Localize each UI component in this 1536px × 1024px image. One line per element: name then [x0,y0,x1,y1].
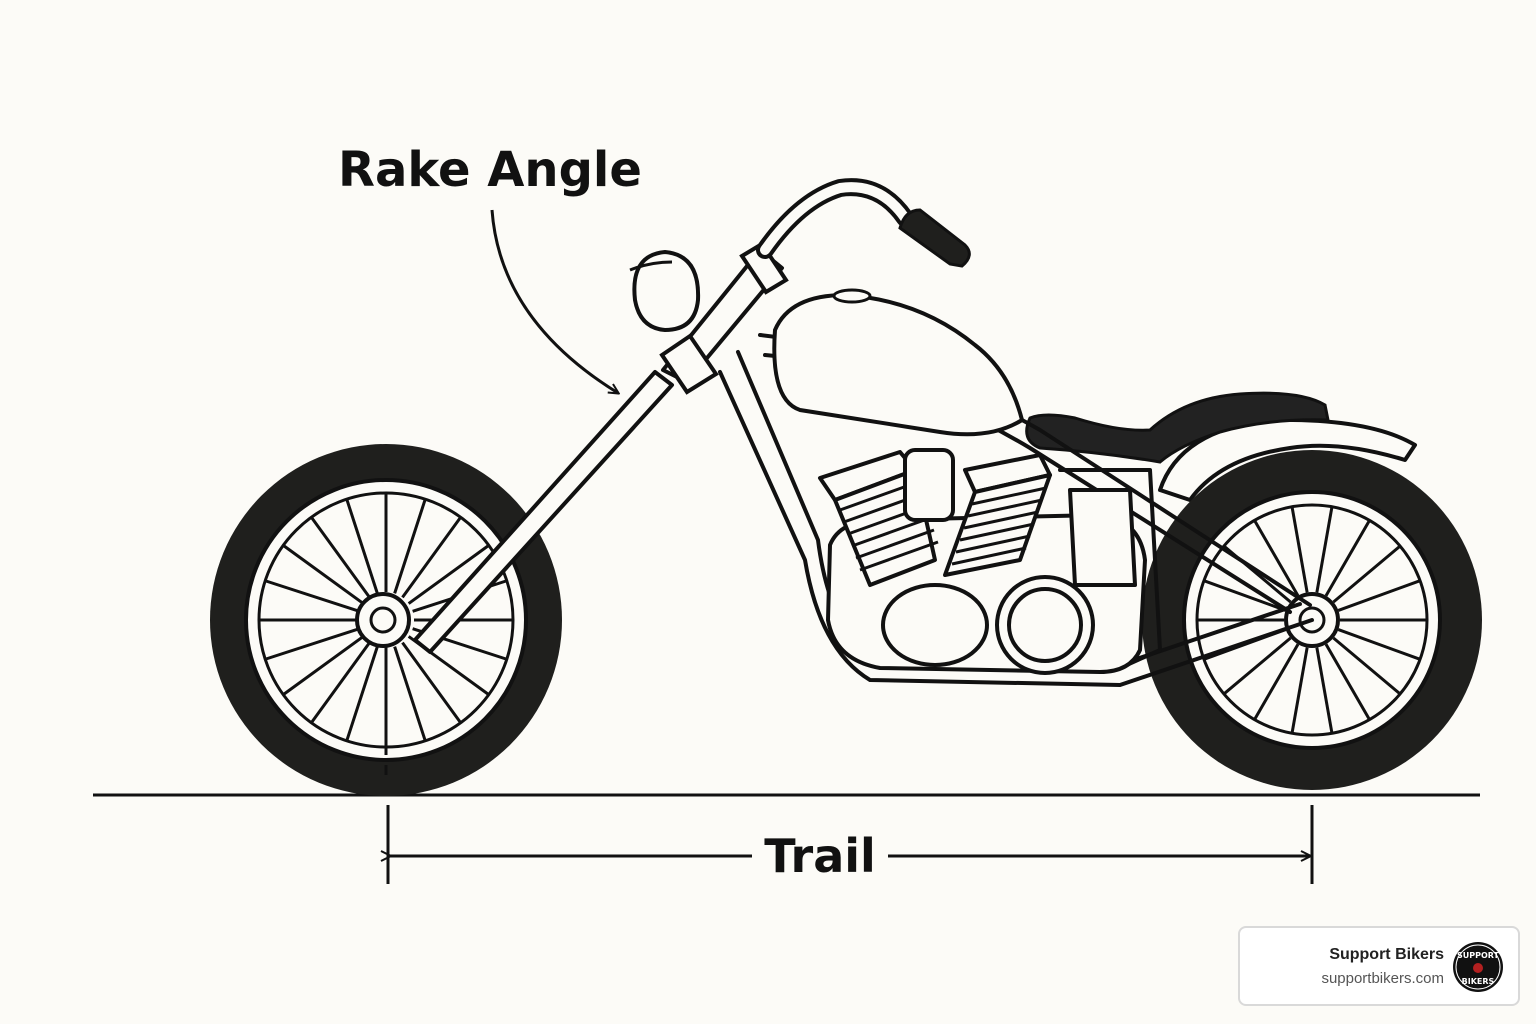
spoke [1315,506,1334,593]
brand-logo-icon: SUPPORT BIKERS [1453,942,1503,992]
spoke [1290,506,1309,593]
front-wheel [210,444,562,796]
fuel-tank [772,292,1025,437]
cylinder-fin [971,486,1047,506]
spoke [282,544,365,605]
rake-angle-pointer-arrow [490,209,618,393]
air-filter [903,448,955,522]
brand-name: Support Bikers [1329,946,1444,963]
spoke [1315,647,1334,734]
trail-dimension [388,805,1314,884]
spoke [1203,579,1287,612]
spoke [1337,628,1421,661]
front-fork [413,241,789,654]
rear-cylinder [943,453,1052,577]
cylinder-fin [967,498,1043,518]
spoke [1324,519,1371,597]
brand-badge[interactable]: Support Bikers supportbikers.com SUPPORT… [1238,926,1520,1006]
spoke [401,516,462,599]
spoke [1332,544,1402,604]
headlight [629,249,701,333]
spoke [1290,647,1309,734]
seat [1025,391,1330,464]
spoke [345,646,379,742]
cylinder-fin [859,540,939,572]
cylinder-fin [855,528,935,560]
spoke [1253,643,1300,721]
cylinder-fin [959,522,1035,542]
spoke [401,641,462,724]
spoke [393,498,427,594]
cylinder-fin [951,546,1027,566]
spoke [1253,519,1300,597]
engine [818,448,1147,675]
brand-url: supportbikers.com [1321,970,1444,987]
handlebar [756,178,914,259]
trail-label: Trail [764,829,876,883]
spoke [1222,636,1292,696]
svg-text:BIKERS: BIKERS [1462,977,1495,986]
rake-angle-label: Rake Angle [338,142,642,198]
handlebar-grip [898,208,971,268]
cylinder-fin [851,516,931,548]
spoke [393,646,427,742]
spoke [1332,636,1402,696]
spoke [310,641,371,724]
spoke [407,544,490,605]
cylinder-fin [963,510,1039,530]
primary-cover [881,583,989,667]
tank-cap [832,288,872,304]
spoke [282,635,365,696]
svg-text:SUPPORT: SUPPORT [1457,951,1500,960]
spoke [1337,579,1421,612]
spoke [264,627,360,661]
spoke [310,516,371,599]
cylinder-fin [955,534,1031,554]
spoke [264,579,360,613]
spoke [345,498,379,594]
spoke [1324,643,1371,721]
